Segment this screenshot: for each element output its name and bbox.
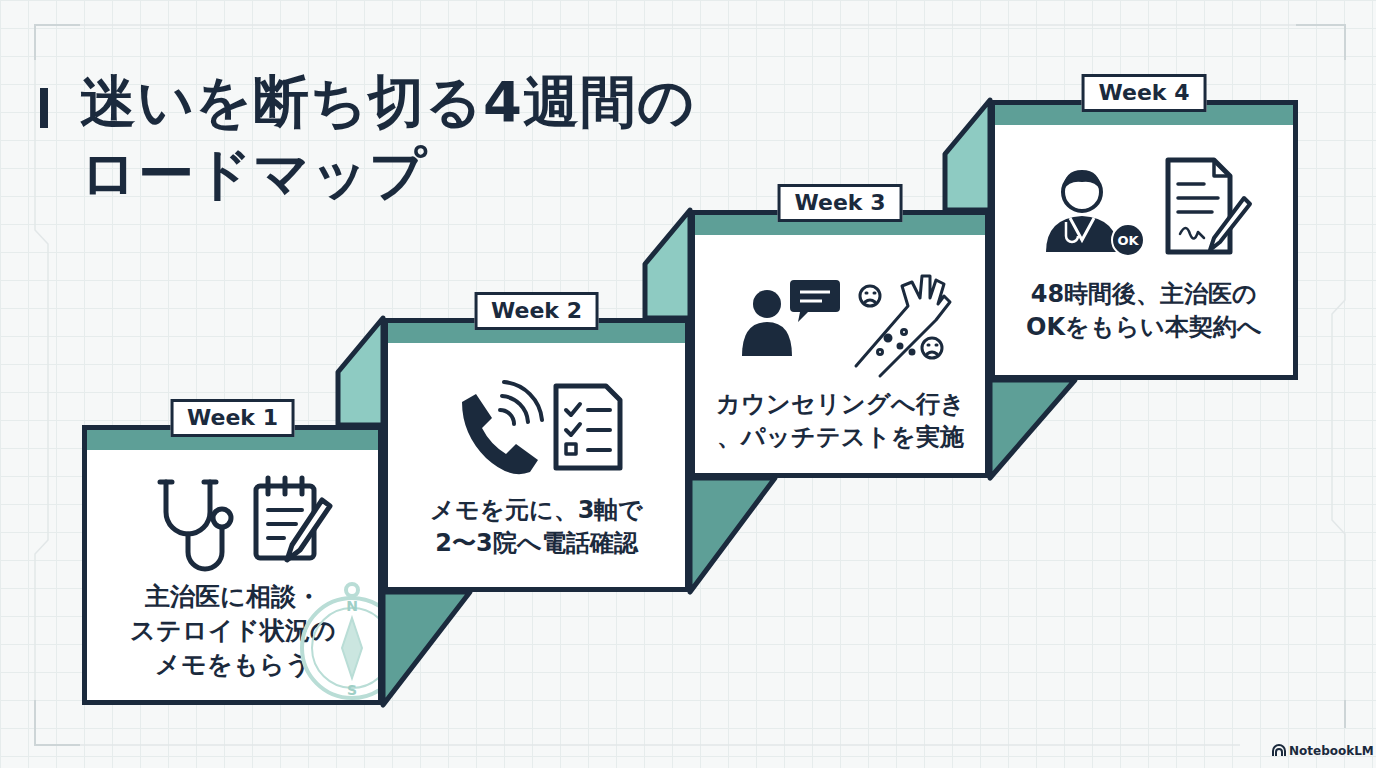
doctor-icon (1070, 218, 1094, 240)
stethoscope-icon (160, 480, 216, 485)
arm-rash-icon (856, 276, 950, 376)
compass-watermark (346, 584, 358, 596)
arm-rash-icon (922, 338, 942, 358)
frame-bracket (1296, 25, 1345, 60)
frame-bracket (80, 24, 1296, 26)
week-tab: Week 4 (1082, 74, 1207, 112)
watermark: NotebookLM (1289, 744, 1374, 758)
person-speech-icon (742, 280, 840, 356)
notepad-icon (287, 500, 330, 560)
diagram-title: 迷いを断ち切る4週間の ロードマップ (80, 66, 730, 210)
arm-rash-icon (865, 293, 875, 302)
phone-icon (504, 382, 542, 420)
step-text: 48時間後、主治医の OKをもらい本契約へ (1021, 278, 1267, 343)
stethoscope-icon (213, 509, 231, 527)
compass-letter: S (347, 682, 357, 698)
notepad-icon (268, 478, 302, 494)
doctor-icon (1112, 224, 1144, 256)
frame-bracket (1332, 60, 1345, 700)
person-speech-icon (790, 280, 840, 322)
week-tab: Week 3 (778, 184, 903, 222)
contract-icon (1210, 198, 1250, 250)
step-side-face (338, 100, 1075, 705)
frame-bracket (35, 25, 80, 60)
step-text: 主治医に相談・ ステロイド状況の メモをもらう (108, 580, 358, 682)
compass-watermark (342, 618, 362, 678)
notebooklm-logo (1276, 749, 1282, 756)
frame-bracket (80, 744, 1240, 746)
step-text: カウンセリングへ行き 、パッチテストを実施 (709, 388, 971, 453)
checklist-icon (556, 386, 620, 468)
contract-icon (1168, 160, 1230, 252)
phone-icon (500, 410, 514, 424)
doctor-icon (1046, 170, 1144, 256)
step-side-face (945, 100, 990, 210)
frame-bracket (1344, 700, 1346, 728)
badge-text: OK (1117, 233, 1138, 248)
phone-icon (462, 382, 542, 474)
arm-rash-icon (856, 276, 950, 376)
step-box: Week 448時間後、主治医の OKをもらい本契約へ (990, 100, 1298, 380)
person-speech-icon (753, 290, 781, 318)
arm-rash-icon (885, 335, 891, 341)
frame-bracket (35, 25, 1345, 745)
title-bar (40, 88, 48, 128)
frame-bracket (35, 700, 80, 745)
arm-rash-icon (898, 344, 902, 348)
step-box: Week 2メモを元に、3軸で 2〜3院へ電話確認 (383, 318, 690, 592)
stethoscope-icon (160, 482, 231, 569)
notepad-icon (256, 486, 314, 558)
step-side-face (645, 210, 690, 318)
contract-icon (1180, 228, 1204, 239)
stethoscope-icon (188, 528, 222, 569)
stethoscope-icon (166, 482, 210, 534)
compass-letter: N (346, 598, 358, 614)
phone-icon (500, 382, 542, 424)
person-speech-icon (800, 292, 830, 301)
notebooklm-logo (1273, 745, 1285, 756)
week-tab: Week 1 (170, 399, 295, 437)
compass-watermark (312, 608, 378, 688)
phone-icon (462, 394, 538, 474)
arm-rash-icon (860, 286, 880, 306)
arm-rash-icon (878, 350, 883, 355)
step-side-face (690, 478, 775, 592)
doctor-icon (1063, 173, 1101, 211)
contract-icon (1214, 160, 1230, 176)
step-side-face (990, 380, 1075, 478)
notebooklm-logo (1273, 745, 1285, 756)
notepad-icon (268, 510, 302, 538)
arm-rash-icon (927, 345, 937, 354)
step-side-face (383, 592, 470, 705)
step-text: メモを元に、3軸で 2〜3院へ電話確認 (419, 494, 655, 559)
doctor-icon (1066, 222, 1078, 242)
week-tab: Week 2 (474, 292, 599, 330)
step-box: Week 1主治医に相談・ ステロイド状況の メモをもらう (82, 425, 383, 705)
doctor-icon (1063, 170, 1101, 190)
arm-rash-icon (910, 350, 914, 354)
phone-icon (502, 396, 528, 422)
doctor-icon (1046, 216, 1118, 252)
contract-icon (1178, 184, 1218, 212)
checklist-icon (566, 404, 580, 435)
notepad-icon (256, 478, 330, 560)
compass-watermark (302, 598, 378, 698)
frame-bracket (35, 60, 48, 700)
arm-rash-icon (902, 330, 907, 335)
checklist-icon (566, 444, 576, 454)
contract-icon (1168, 160, 1250, 252)
compass-watermark (302, 584, 378, 698)
checklist-icon (556, 386, 620, 468)
step-box: Week 3カウンセリングへ行き 、パッチテストを実施 (690, 210, 990, 478)
step-side-face (338, 318, 383, 425)
checklist-icon (588, 410, 610, 450)
person-speech-icon (742, 322, 792, 356)
